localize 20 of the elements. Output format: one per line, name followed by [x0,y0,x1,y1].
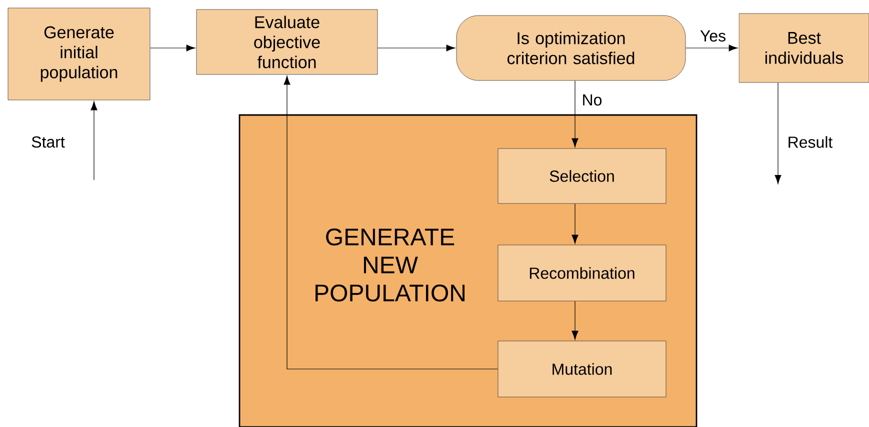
arrow [774,82,782,184]
edge-label: Result [786,134,834,150]
edge-label: No [580,92,604,108]
arrow [90,101,98,180]
arrow [572,300,578,340]
process-box: Generate initial population [8,8,150,100]
arrow [572,203,578,244]
process-box: Best individuals [738,13,869,83]
process-box: Recombination [498,244,666,302]
edge-label: Start [30,134,66,150]
arrow [377,44,456,52]
decision-box: Is optimization criterion satisfied [456,15,686,81]
arrow [150,44,196,52]
process-box: Selection [498,148,666,204]
arrow [685,44,738,52]
arrow [284,76,498,370]
edge-label: Yes [698,28,728,44]
process-box: Evaluate objective function [196,9,378,75]
process-box: Mutation [498,340,666,398]
arrow [572,80,578,148]
